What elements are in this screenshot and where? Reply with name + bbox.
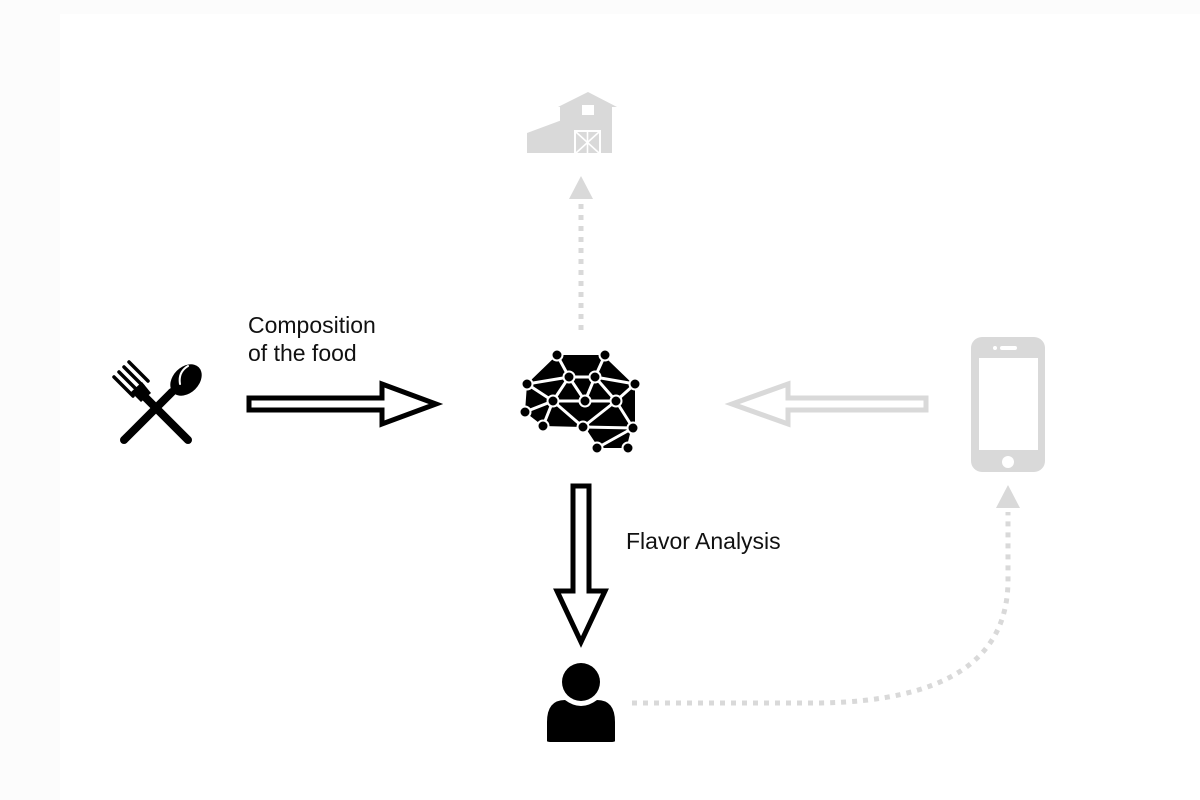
fork-spoon-icon [112, 360, 202, 444]
arrow-phone-to-ai [724, 380, 929, 428]
arrow-ai-to-user [553, 483, 609, 648]
barn-icon [527, 92, 617, 154]
label-flavor-analysis: Flavor Analysis [626, 528, 781, 554]
brain-network-icon [518, 348, 642, 455]
label-composition-line1: Composition [248, 312, 376, 338]
arrow-food-to-ai [246, 380, 444, 428]
label-composition-line2: of the food [248, 340, 357, 366]
dotted-arrow-user-to-phone [632, 485, 1020, 706]
label-composition: Composition of the food [248, 311, 376, 367]
smartphone-icon [971, 337, 1045, 472]
person-icon [547, 663, 615, 742]
dotted-arrow-ai-to-farm [569, 176, 593, 330]
